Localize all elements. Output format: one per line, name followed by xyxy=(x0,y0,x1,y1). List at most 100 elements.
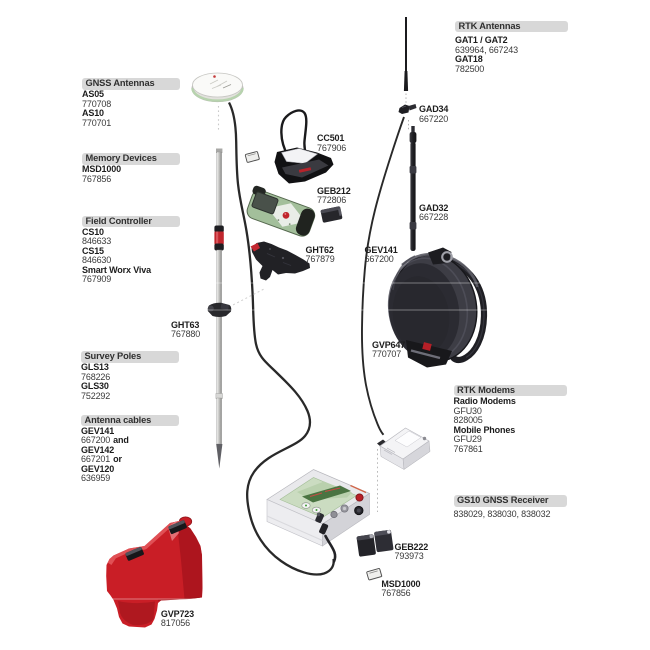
backpack-dring xyxy=(441,251,453,263)
part-name: AS10 xyxy=(82,108,104,118)
part-name: GAT1 / GAT2 xyxy=(455,35,508,45)
part-code: 767909 xyxy=(82,274,112,284)
msd-card-top xyxy=(244,151,260,163)
part-code: 770701 xyxy=(82,117,112,128)
receiver-green-band xyxy=(302,485,351,503)
receiver-connectors xyxy=(315,512,329,535)
controller-screen xyxy=(251,191,279,215)
disc-logo-dot xyxy=(213,75,216,78)
receiver-pigtail xyxy=(324,534,337,563)
section-field-controller: Field Controller CS10 846633 CS15 846630… xyxy=(82,215,212,285)
part-name: GAD34 xyxy=(419,104,449,115)
label-ght63: GHT63 767880 xyxy=(171,319,201,340)
label-gad32: GAD32 667228 xyxy=(419,202,449,223)
label-geb212: GEB212 772806 xyxy=(317,185,351,206)
pole-collar xyxy=(215,393,223,399)
backpack-base xyxy=(406,340,452,368)
part-code: 817056 xyxy=(160,618,191,629)
backpack-logo xyxy=(422,342,432,351)
disc-green-rim xyxy=(191,87,244,102)
part-name: GEV141 xyxy=(364,244,398,255)
gvp723-container xyxy=(106,516,203,628)
part-name: GHT62 xyxy=(305,244,334,255)
part-code: 636959 xyxy=(81,473,111,483)
part-code: 767880 xyxy=(171,329,201,339)
part-code: 782500 xyxy=(455,63,485,74)
part-code: 667228 xyxy=(419,212,449,223)
ght62-red-knob xyxy=(250,243,260,252)
label-gvp723: GVP723 817056 xyxy=(160,608,195,629)
container-latch xyxy=(125,547,144,561)
part-name: Smart Worx Viva xyxy=(82,264,151,275)
section-gs10-receiver: GS10 GNSS Receiver 838029, 838030, 83803… xyxy=(453,495,584,519)
part-code: 767906 xyxy=(317,142,347,153)
part-code: 828005 xyxy=(453,415,483,425)
section-rtk-modems: RTK Modems Radio Modems GFU30 828005 Mob… xyxy=(453,384,584,455)
part-name: GVP647 xyxy=(372,339,406,350)
part-code: GFU30 xyxy=(453,405,482,416)
label-cc501: CC501 767906 xyxy=(317,134,346,153)
part-name: MSD1000 xyxy=(82,164,121,174)
section-survey-poles: Survey Poles GLS13 768226 GLS30 752292 xyxy=(81,351,211,401)
gfu-modem xyxy=(377,427,431,470)
guide-ght63-ght62 xyxy=(228,288,265,308)
survey-pole xyxy=(207,148,232,469)
part-code: 772806 xyxy=(317,195,347,206)
container-latch xyxy=(168,520,187,535)
part-name: Radio Modems xyxy=(453,396,516,406)
geb212-battery xyxy=(320,206,343,223)
ght63-clamp xyxy=(207,302,232,317)
section-header: GNSS Antennas xyxy=(82,78,180,90)
section-header: Field Controller xyxy=(82,215,180,227)
part-code: 639964, 667243 xyxy=(455,44,518,55)
part-name: AS05 xyxy=(82,89,104,99)
pole-top-cap xyxy=(216,148,223,153)
gad32-rod xyxy=(409,126,417,251)
part-name: GHT63 xyxy=(171,319,200,330)
part-code: 846633 xyxy=(82,236,112,246)
part-code: 667200 xyxy=(364,254,394,265)
part-name: GEV120 xyxy=(81,463,115,474)
gev141-cable xyxy=(361,116,405,436)
part-name: GVP723 xyxy=(160,608,195,619)
part-name: GEB212 xyxy=(317,185,351,196)
ght62-bracket xyxy=(250,241,310,281)
label-gev141: GEV141 667200 xyxy=(364,244,398,265)
label-msd1000: MSD1000 767856 xyxy=(381,578,421,599)
part-code: 752292 xyxy=(81,390,111,401)
part-name: GEV142 xyxy=(81,444,115,455)
part-code: 770707 xyxy=(372,349,402,360)
scan-artifact-lines xyxy=(0,282,650,600)
gs10-receiver xyxy=(266,469,371,563)
section-header: Antenna cables xyxy=(81,414,179,426)
part-name: GAD32 xyxy=(419,202,449,213)
part-name: MSD1000 xyxy=(381,578,421,589)
cs-field-controller xyxy=(246,185,316,237)
section-header: Memory Devices xyxy=(82,153,180,165)
label-gad34: GAD34 667220 xyxy=(419,105,448,124)
cc501-logo xyxy=(298,167,312,173)
label-geb222: GEB222 793973 xyxy=(394,541,429,562)
part-name: Mobile Phones xyxy=(453,424,516,435)
part-code: 767856 xyxy=(381,588,411,598)
part-name: CS10 xyxy=(82,226,104,237)
section-rtk-antennas: RTK Antennas GAT1 / GAT2 639964, 667243 … xyxy=(455,20,585,75)
antenna-cable-gev xyxy=(227,101,335,576)
part-code: 768226 xyxy=(81,371,111,382)
geb222-batteries xyxy=(356,529,394,557)
msd-card-bottom xyxy=(366,568,383,581)
part-name: CC501 xyxy=(317,133,345,144)
receiver-tnc-red xyxy=(355,493,364,502)
part-code: 793973 xyxy=(394,551,424,562)
part-code: GFU29 xyxy=(453,434,482,444)
section-header: RTK Antennas xyxy=(455,20,568,32)
part-name: GEB222 xyxy=(394,541,429,552)
section-memory-devices: Memory Devices MSD1000 767856 xyxy=(82,153,212,184)
section-gnss-antennas: GNSS Antennas AS05 770708 AS10 770701 xyxy=(82,78,212,128)
section-header: RTK Modems xyxy=(453,384,567,396)
part-code: 767856 xyxy=(82,173,112,184)
part-name: GLS13 xyxy=(81,362,109,372)
